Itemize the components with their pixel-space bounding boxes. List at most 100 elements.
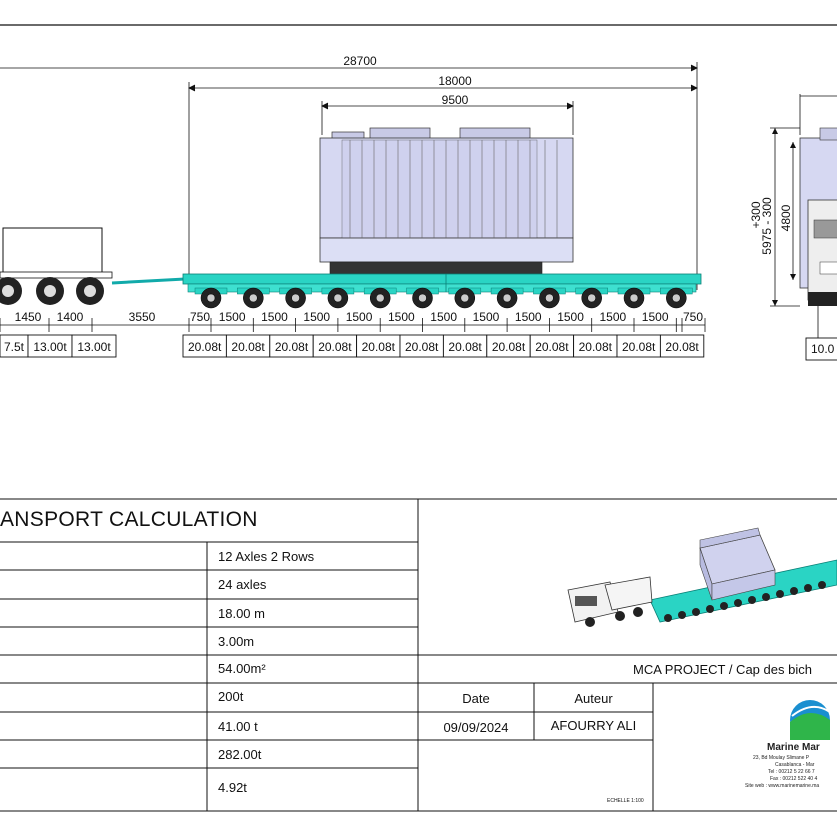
dim-trailer-label: 18000 [438, 74, 472, 88]
trailer-load-boxes: 20.08t 20.08t 20.08t 20.08t 20.08t 20.08t 20.0… [182, 334, 705, 358]
dim-chain-label: 1500 [642, 310, 669, 324]
dim-chain-labels: 750 1500 1500 1500 1500 1500 1500 1500 1500 1500 1… [190, 310, 703, 324]
dim-gap-3550: 3550 [129, 310, 156, 324]
title-block-grid [0, 498, 837, 812]
iso-wheel [692, 608, 700, 616]
iso-wheel [762, 593, 770, 601]
dim-height-total: 5975 - 300 [760, 197, 774, 255]
dim-height-plus: +300 [749, 201, 763, 228]
load-fins [349, 140, 558, 238]
value-gross: 282.00t [218, 747, 262, 762]
author-label: Auteur [574, 691, 613, 706]
trailer-load-value: 20.08t [405, 340, 439, 354]
dim-chain-label: 1500 [557, 310, 584, 324]
iso-wheel [818, 581, 826, 589]
value-area: 54.00m² [218, 661, 266, 676]
trailer-wheel [533, 287, 566, 309]
dim-height-load: 4800 [779, 204, 793, 231]
calc-title: ANSPORT CALCULATION [0, 508, 258, 531]
trailer-load-box [659, 334, 705, 358]
trailer-load-value: 20.08t [318, 340, 352, 354]
dim-chain-label: 750 [190, 310, 210, 324]
dim-chain-label: 1500 [599, 310, 626, 324]
value-axle-count: 24 axles [218, 577, 267, 592]
dim-overall [0, 62, 698, 290]
dim-chain-label: 1500 [473, 310, 500, 324]
trailer-wheel [194, 287, 228, 309]
dim-chain-label: 1500 [388, 310, 415, 324]
trailer-load-value: 20.08t [275, 340, 309, 354]
axle-load-truck-3: 13.00t [77, 340, 111, 354]
trailer-wheel [321, 287, 355, 309]
trailer-load-value: 20.08t [535, 340, 569, 354]
value-load-weight: 200t [218, 689, 244, 704]
trailer-wheel [660, 287, 693, 309]
dim-chain-label: 1500 [515, 310, 542, 324]
author-value: AFOURRY ALI [550, 718, 637, 733]
iso-wheel [804, 584, 812, 592]
value-axle-config: 12 Axles 2 Rows [218, 549, 315, 564]
dim-chain-label: 1500 [303, 310, 330, 324]
axle-load-truck-2: 13.00t [33, 340, 67, 354]
value-tare: 41.00 t [218, 719, 258, 734]
trailer-wheel [279, 287, 312, 309]
dim-load [321, 101, 574, 135]
iso-wheel [776, 590, 784, 598]
company-name: Marine Mar [767, 742, 820, 753]
trailer-wheel [237, 287, 270, 309]
isometric-wheels [664, 581, 826, 622]
trailer-wheel [490, 287, 524, 309]
load-transformer [319, 127, 574, 275]
dim-spacing-1400: 1400 [57, 310, 84, 324]
trailer-load-value: 20.08t [492, 340, 526, 354]
trailer-wheel [617, 287, 651, 309]
iso-wheel [720, 602, 728, 610]
company-site: Site web : www.marinemarine.ma [745, 783, 820, 789]
iso-wheel [748, 596, 756, 604]
iso-wheel [664, 614, 672, 622]
dim-overall-label: 28700 [343, 54, 377, 68]
value-per-axle: 4.92t [218, 780, 247, 795]
trailer-load-value: 20.08t [231, 340, 265, 354]
end-view [770, 94, 837, 361]
company-address-2: Casablanca - Mar [775, 762, 815, 768]
company-logo [790, 700, 831, 740]
dim-chain-label: 750 [683, 310, 703, 324]
trailer-load-value: 20.08t [622, 340, 656, 354]
value-width: 3.00m [218, 634, 255, 649]
date-label: Date [462, 691, 490, 706]
trailer-wheel [363, 287, 397, 309]
trailer-wheels [194, 287, 693, 309]
iso-wheel [678, 611, 686, 619]
dim-chain-label: 1500 [346, 310, 373, 324]
dim-trailer [188, 82, 698, 290]
dim-spacing-1450: 1450 [15, 310, 42, 324]
trailer-wheel [575, 287, 608, 309]
trailer-load-value: 20.08t [188, 340, 222, 354]
dim-chain-label: 1500 [261, 310, 288, 324]
dim-chain-ticks [0, 318, 706, 332]
trailer-load-value: 20.08t [362, 340, 396, 354]
trailer-load-value: 20.08t [448, 340, 482, 354]
project-name: MCA PROJECT / Cap des bich [633, 662, 812, 677]
trailer-load-value: 20.08t [579, 340, 613, 354]
dim-load-label: 9500 [442, 93, 469, 107]
scale-note: ECHELLE 1:100 [607, 798, 644, 804]
company-address-1: 23, Bd Moulay Slimane P [753, 755, 810, 761]
isometric-view [567, 527, 837, 627]
dim-chain-label: 1500 [219, 310, 246, 324]
trailer-wheel [406, 287, 439, 309]
iso-wheel [790, 587, 798, 595]
company-fax: Fax : 00212 522 40 4 [770, 776, 818, 782]
axle-load-truck-1: 7.5t [4, 340, 25, 354]
modular-trailer [182, 273, 702, 293]
iso-wheel [706, 605, 714, 613]
trailer-wheel [448, 287, 482, 309]
company-tel: Tel : 00212 5 22 66 7 [768, 769, 815, 775]
trailer-load-value: 20.08t [665, 340, 699, 354]
truck-side-view [0, 227, 186, 305]
iso-wheel [734, 599, 742, 607]
axle-load-end-view: 10.0 [811, 342, 835, 356]
date-value: 09/09/2024 [443, 720, 509, 735]
